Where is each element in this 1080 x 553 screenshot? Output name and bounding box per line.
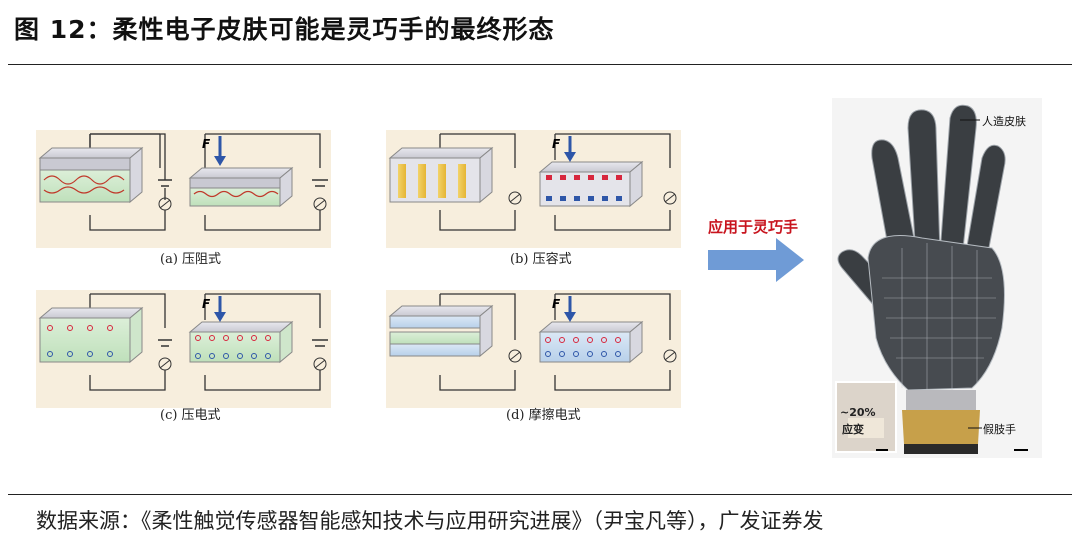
footer-divider: [8, 494, 1072, 495]
artificial-skin-label: 人造皮肤: [982, 115, 1026, 128]
force-label: F: [552, 137, 561, 151]
source-note: 数据来源：《柔性触觉传感器智能感知技术与应用研究进展》（尹宝凡等），广发证券发: [36, 509, 824, 533]
panel-piezoelectric: F: [36, 290, 331, 408]
sensor-diagram: F F: [36, 130, 681, 408]
caption-d: (d) 摩擦电式: [506, 408, 581, 423]
apply-label: 应用于灵巧手: [708, 218, 799, 236]
force-label: F: [202, 297, 211, 311]
robotic-hand-photo: [832, 98, 1042, 458]
prosthetic-hand-label: 假肢手: [983, 423, 1016, 436]
title-divider: [8, 64, 1072, 65]
caption-b: (b) 压容式: [510, 252, 572, 267]
caption-c: (c) 压电式: [160, 408, 221, 423]
strain-value: ~20%: [840, 406, 876, 419]
panel-triboelectric: F: [386, 290, 681, 408]
force-label: F: [552, 297, 561, 311]
strain-label: 应变: [842, 423, 864, 436]
page-title: 图 12：柔性电子皮肤可能是灵巧手的最终形态: [14, 15, 555, 44]
caption-a: (a) 压阻式: [160, 252, 222, 267]
panel-capacitive: F: [386, 130, 681, 248]
panel-piezoresistive: F: [36, 130, 331, 248]
force-label: F: [202, 137, 211, 151]
right-arrow-icon: [708, 238, 804, 282]
